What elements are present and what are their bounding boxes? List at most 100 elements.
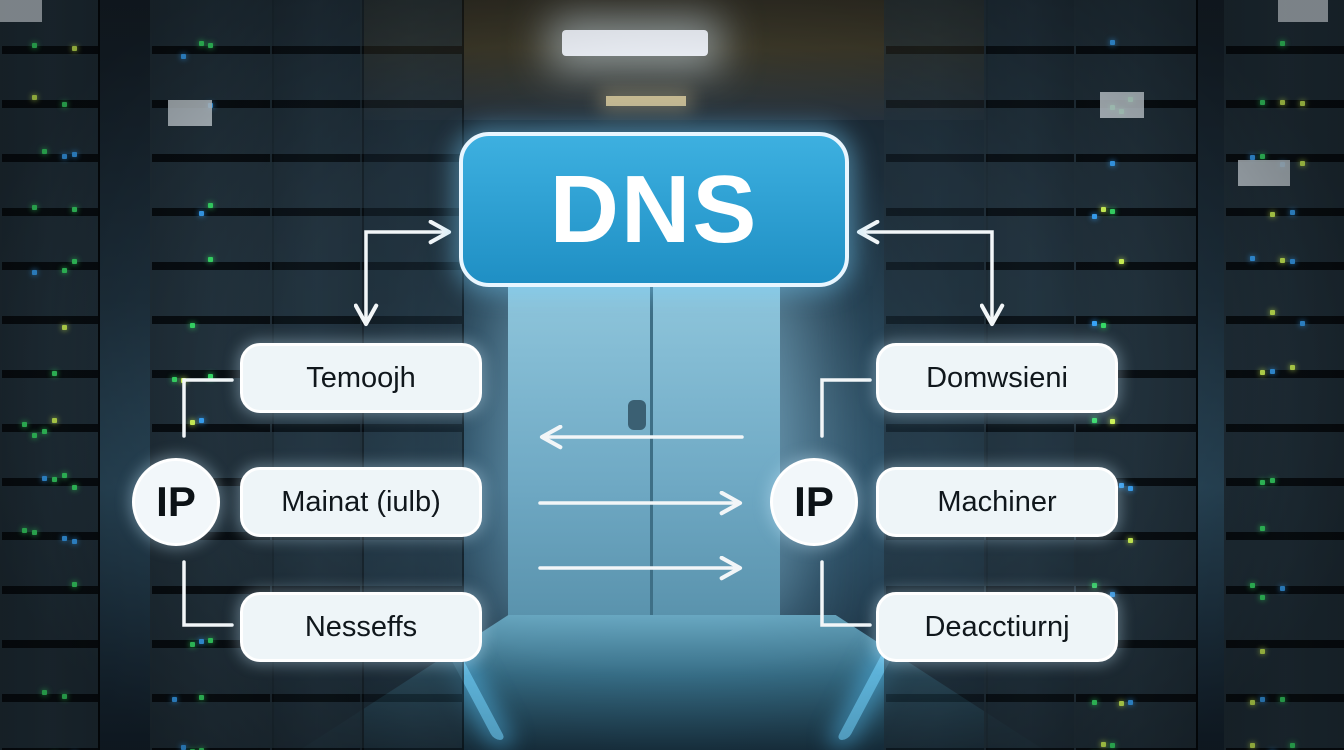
status-led: [199, 41, 204, 46]
ceiling-light-far: [606, 96, 686, 106]
status-led: [1128, 538, 1133, 543]
right-term-2-label: Machiner: [937, 485, 1057, 518]
status-led: [190, 642, 195, 647]
left-term-3: Nesseffs: [240, 592, 482, 662]
status-led: [32, 205, 37, 210]
status-led: [62, 473, 67, 478]
status-led: [72, 46, 77, 51]
status-led: [1092, 214, 1097, 219]
status-led: [1250, 583, 1255, 588]
right-term-3-label: Deacctiurnj: [924, 610, 1070, 643]
status-led: [42, 476, 47, 481]
status-led: [1300, 161, 1305, 166]
status-led: [208, 203, 213, 208]
rack-label-plate: [1278, 0, 1328, 22]
status-led: [1260, 649, 1265, 654]
status-led: [22, 528, 27, 533]
status-led: [22, 422, 27, 427]
right-ip-node: IP: [770, 458, 858, 546]
status-led: [1101, 742, 1106, 747]
status-led: [72, 259, 77, 264]
status-led: [208, 43, 213, 48]
status-led: [1250, 743, 1255, 748]
dns-to-right-arrow: [856, 219, 1005, 327]
dns-to-left-arrow: [353, 219, 452, 327]
status-led: [1280, 586, 1285, 591]
status-led: [181, 54, 186, 59]
status-led: [32, 95, 37, 100]
status-led: [1300, 101, 1305, 106]
status-led: [1092, 583, 1097, 588]
status-led: [1270, 310, 1275, 315]
left-ip-node: IP: [132, 458, 220, 546]
status-led: [1250, 155, 1255, 160]
status-led: [190, 420, 195, 425]
status-led: [32, 43, 37, 48]
left-term-2-label: Mainat (iulb): [281, 485, 441, 518]
server-rack: [1224, 0, 1344, 750]
status-led: [1260, 697, 1265, 702]
status-led: [1250, 256, 1255, 261]
status-led: [1260, 526, 1265, 531]
left-term-1-label: Temoojh: [306, 361, 416, 394]
status-led: [172, 377, 177, 382]
status-led: [1110, 40, 1115, 45]
status-led: [42, 429, 47, 434]
status-led: [1250, 700, 1255, 705]
status-led: [1110, 209, 1115, 214]
status-led: [1290, 210, 1295, 215]
status-led: [208, 638, 213, 643]
status-led: [199, 418, 204, 423]
status-led: [32, 270, 37, 275]
status-led: [62, 325, 67, 330]
status-led: [42, 690, 47, 695]
ceiling-light: [562, 30, 708, 56]
dns-label: DNS: [549, 155, 759, 263]
status-led: [72, 207, 77, 212]
status-led: [1110, 743, 1115, 748]
status-led: [1270, 369, 1275, 374]
right-term-3: Deacctiurnj: [876, 592, 1118, 662]
right-ip-label: IP: [794, 478, 834, 525]
status-led: [181, 745, 186, 750]
status-led: [1270, 478, 1275, 483]
left-term-2: Mainat (iulb): [240, 467, 482, 537]
rack-label-plate: [1238, 160, 1290, 186]
status-led: [72, 152, 77, 157]
left-bracket-bottom: [182, 560, 234, 627]
status-led: [199, 748, 204, 750]
status-led: [199, 211, 204, 216]
left-bracket-top: [182, 378, 234, 438]
right-term-2: Machiner: [876, 467, 1118, 537]
right-term-1-label: Domwsieni: [926, 361, 1068, 394]
status-led: [1290, 259, 1295, 264]
status-led: [1260, 480, 1265, 485]
rack-label-plate: [0, 0, 42, 22]
status-led: [1092, 418, 1097, 423]
status-led: [42, 149, 47, 154]
status-led: [190, 323, 195, 328]
server-rack: [0, 0, 100, 750]
status-led: [62, 536, 67, 541]
status-led: [72, 539, 77, 544]
status-led: [52, 418, 57, 423]
status-led: [1110, 419, 1115, 424]
status-led: [62, 268, 67, 273]
status-led: [1280, 41, 1285, 46]
status-led: [32, 530, 37, 535]
status-led: [1290, 365, 1295, 370]
status-led: [62, 102, 67, 107]
right-bracket-top: [820, 378, 872, 438]
status-led: [72, 582, 77, 587]
status-led: [52, 477, 57, 482]
rack-label-plate: [1100, 92, 1144, 118]
status-led: [1092, 321, 1097, 326]
status-led: [1119, 701, 1124, 706]
status-led: [1260, 370, 1265, 375]
status-led: [1110, 161, 1115, 166]
status-led: [62, 154, 67, 159]
status-led: [208, 257, 213, 262]
status-led: [1110, 592, 1115, 597]
